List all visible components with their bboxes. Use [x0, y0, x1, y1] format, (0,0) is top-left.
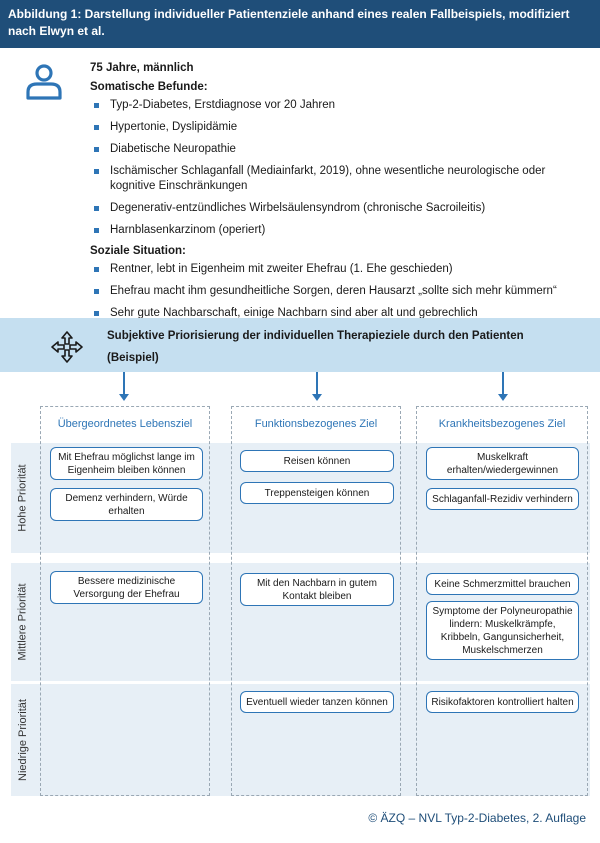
somatic-list: Typ-2-Diabetes, Erstdiagnose vor 20 Jahr…: [90, 98, 590, 238]
priority-label-high: Hohe Priorität: [17, 464, 30, 532]
column-disease-goal: [416, 406, 588, 796]
figure-title: Abbildung 1: Darstellung individueller P…: [0, 0, 600, 48]
somatic-title: Somatische Befunde:: [90, 81, 208, 93]
goal-box: Schlaganfall-Rezidiv verhindern: [426, 488, 579, 510]
list-item: Ischämischer Schlaganfall (Mediainfarkt,…: [90, 164, 590, 194]
goal-box: Treppensteigen können: [240, 482, 394, 504]
goal-box: Risikofaktoren kontrolliert halten: [426, 691, 579, 713]
column-title-life: Übergeordnetes Lebensziel: [57, 418, 193, 430]
goal-box: Mit den Nachbarn in gutem Kontakt bleibe…: [240, 573, 394, 606]
list-item: Harnblasenkarzinom (operiert): [90, 223, 590, 238]
column-function-goal: [231, 406, 401, 796]
goal-box: Muskelkraft erhalten/wiedergewinnen: [426, 447, 579, 480]
goal-box: Symptome der Polyneuropathie lindern: Mu…: [426, 601, 579, 660]
social-list: Rentner, lebt in Eigenheim mit zweiter E…: [90, 262, 590, 321]
down-arrow-icon: [312, 372, 322, 401]
goal-box: Demenz verhindern, Würde erhalten: [50, 488, 203, 521]
down-arrow-icon: [119, 372, 129, 401]
list-item: Hypertonie, Dyslipidämie: [90, 120, 590, 135]
list-item: Ehefrau macht ihm gesundheitliche Sorgen…: [90, 284, 590, 299]
patient-info: 75 Jahre, männlich Somatische Befunde: T…: [90, 62, 590, 328]
column-life-goal: [40, 406, 210, 796]
column-title-disease: Krankheitsbezogenes Ziel: [438, 418, 566, 430]
priority-arrows-icon: [51, 331, 83, 363]
priority-label-medium: Mittlere Priorität: [17, 583, 29, 661]
priority-banner: [0, 318, 600, 372]
person-icon: [26, 64, 62, 100]
list-item: Diabetische Neuropathie: [90, 142, 590, 157]
priority-label-low: Niedrige Priorität: [17, 699, 30, 781]
list-item: Degenerativ-entzündliches Wirbelsäulensy…: [90, 201, 590, 216]
down-arrow-icon: [498, 372, 508, 401]
goal-box: Bessere medizinische Versorgung der Ehef…: [50, 571, 203, 604]
goal-box: Eventuell wieder tanzen können: [240, 691, 394, 713]
goal-box: Mit Ehefrau möglichst lange im Eigenheim…: [50, 447, 203, 480]
list-item: Sehr gute Nachbarschaft, einige Nachbarn…: [90, 306, 590, 321]
goal-box: Reisen können: [240, 450, 394, 472]
column-title-function: Funktionsbezogenes Ziel: [254, 418, 378, 430]
list-item: Typ-2-Diabetes, Erstdiagnose vor 20 Jahr…: [90, 98, 590, 113]
copyright-footer: © ÄZQ – NVL Typ-2-Diabetes, 2. Auflage: [368, 811, 586, 825]
goal-box: Keine Schmerzmittel brauchen: [426, 573, 579, 595]
priority-title: Subjektive Priorisierung der individuell…: [107, 330, 524, 364]
patient-age: 75 Jahre, männlich: [90, 62, 194, 74]
list-item: Rentner, lebt in Eigenheim mit zweiter E…: [90, 262, 590, 277]
social-title: Soziale Situation:: [90, 245, 186, 257]
